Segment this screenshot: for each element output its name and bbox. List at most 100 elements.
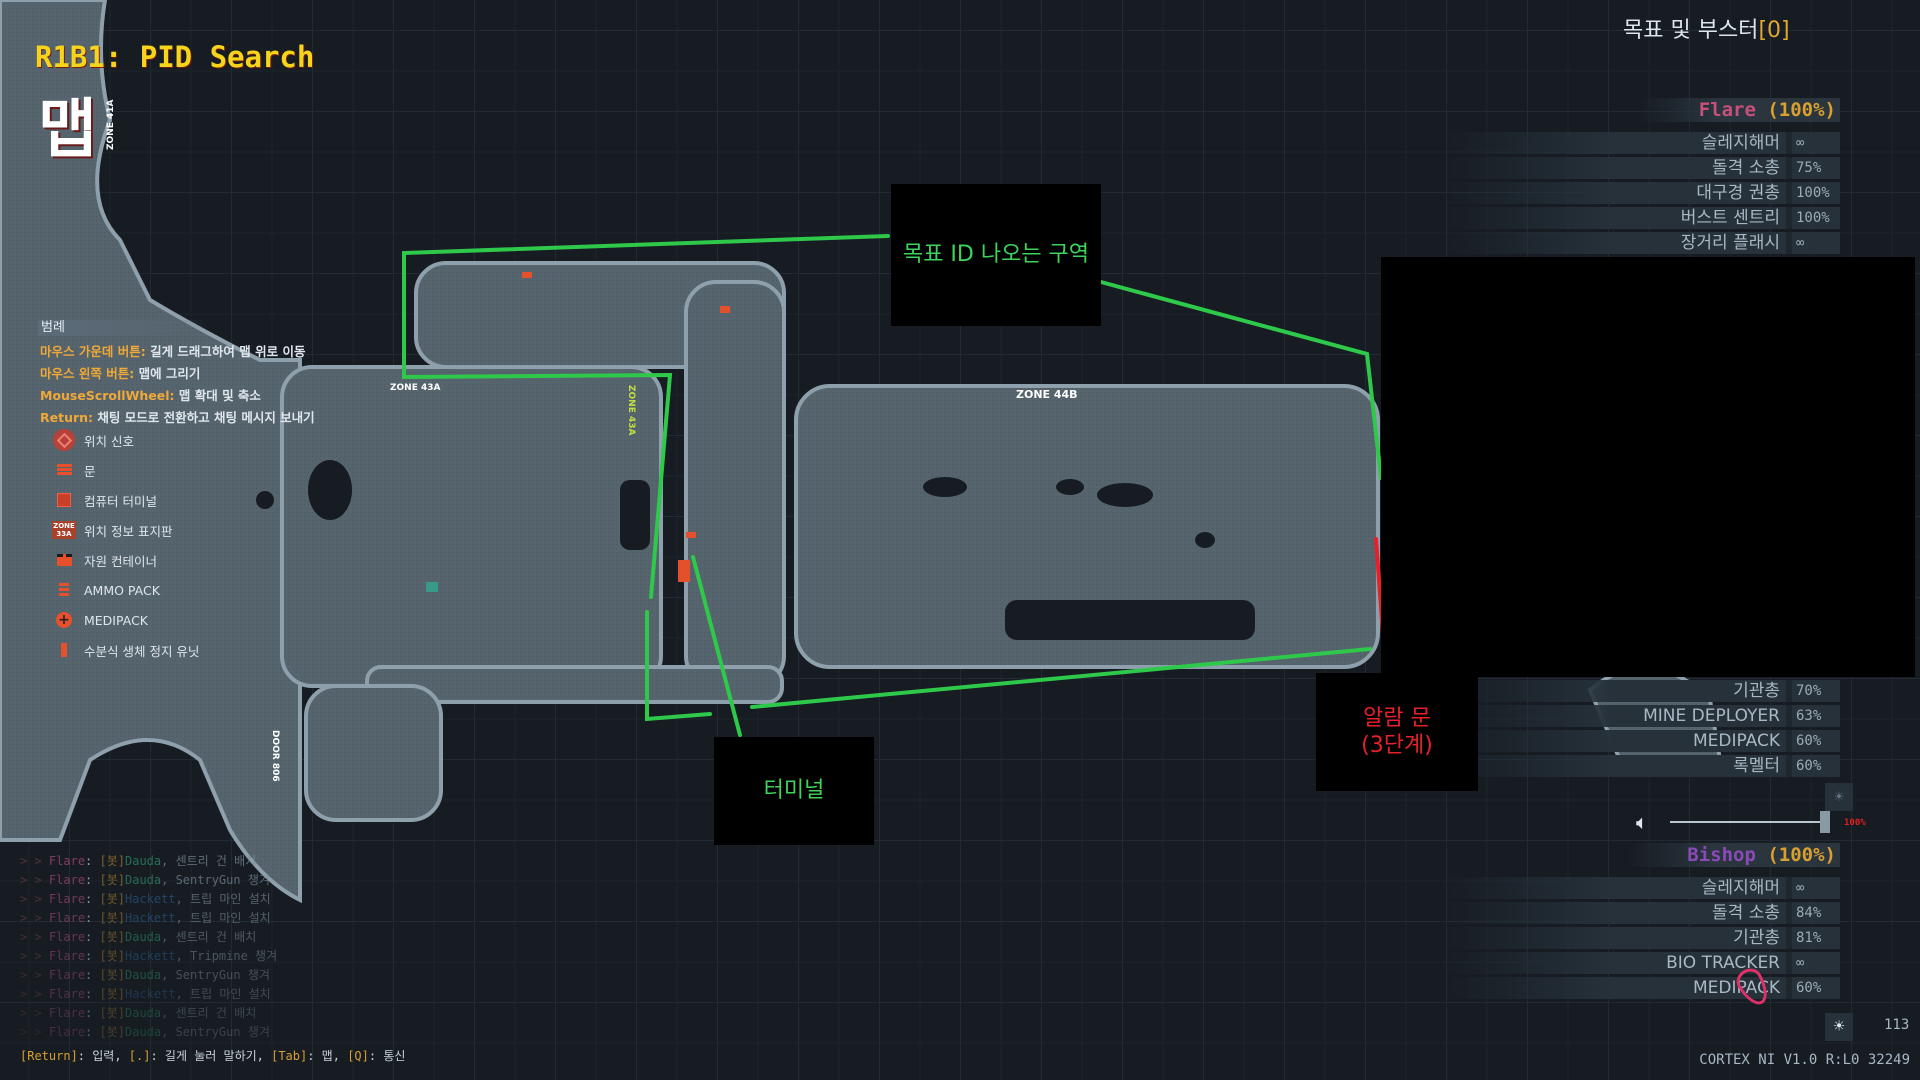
chat-bot-name: Dauda: [125, 873, 162, 887]
inventory-item-value: ∞: [1792, 232, 1840, 254]
room-bottom-left: [304, 684, 443, 822]
help-key: [.]: [128, 1049, 151, 1063]
chat-prompt: > >: [20, 873, 42, 887]
chevron-icon: [1786, 902, 1792, 924]
chat-sender: Flare: [48, 911, 86, 925]
annotation-alarm-door: 알람 문 (3단계): [1316, 673, 1478, 791]
chat-prompt: > >: [20, 987, 42, 1001]
chat-message: > > Flare: [봇]Hackett, 트립 마인 설치: [20, 987, 271, 1001]
inventory-item-value: 60%: [1792, 977, 1840, 999]
inventory-item-label: 기관총: [1440, 680, 1786, 702]
redaction-box: [1381, 257, 1915, 677]
volume-slider-handle[interactable]: [1820, 811, 1830, 833]
help-desc: : 입력,: [77, 1049, 129, 1063]
chat-text: , SentryGun 챙겨: [161, 968, 270, 982]
inventory-item-value: 60%: [1792, 730, 1840, 752]
chevron-icon: [1786, 157, 1792, 179]
objectives-title[interactable]: 목표 및 부스터[0]: [1623, 12, 1790, 44]
room-left-column: [0, 0, 302, 904]
legend-item-label: 수분식 생체 정지 유닛: [84, 643, 200, 659]
inventory-item-label: 대구경 권총: [1440, 182, 1786, 204]
chevron-icon: [1786, 705, 1792, 727]
brightness-icon-2[interactable]: ☀: [1825, 1013, 1853, 1041]
chevron-icon: [1786, 755, 1792, 777]
player-header[interactable]: Flare (100%): [1638, 98, 1840, 122]
zone-label-43a: ZONE 43A: [626, 385, 636, 436]
legend-control-line: Return: 채팅 모드로 전환하고 채팅 메시지 보내기: [40, 407, 315, 426]
chat-bot-name: Hackett: [125, 911, 176, 925]
ammo-pack-icon-shape: [59, 583, 69, 597]
computer-terminal-icon-shape: [57, 493, 71, 507]
chat-sender: Flare: [48, 1025, 86, 1039]
chat-sender: Flare: [48, 930, 86, 944]
legend-heading: 범례: [38, 320, 208, 336]
chat-text: , SentryGun 챙겨: [161, 873, 270, 887]
inventory-item-value: 81%: [1792, 927, 1840, 949]
inventory-item-label: 버스트 센트리: [1440, 207, 1786, 229]
help-desc: : 길게 눌러 말하기,: [150, 1049, 272, 1063]
volume-slider[interactable]: [1670, 821, 1830, 823]
inventory-item-label: MINE DEPLOYER: [1440, 705, 1786, 727]
chat-prompt: > >: [20, 930, 42, 944]
chat-bot-name: Hackett: [125, 949, 176, 963]
chat-text: , SentryGun 챙겨: [161, 1025, 270, 1039]
medipack-icon-shape: +: [56, 612, 72, 628]
chat-bot-name: Hackett: [125, 892, 176, 906]
map-title: 맵: [38, 93, 97, 167]
legend-item: +MEDIPACK: [52, 609, 148, 631]
brightness-icon[interactable]: ☀: [1825, 783, 1853, 811]
help-key: [Q]: [347, 1049, 369, 1063]
chat-bot-tag: [봇]: [99, 949, 126, 963]
objectives-count: [0]: [1758, 18, 1790, 43]
chat-bot-name: Dauda: [125, 968, 162, 982]
chat-sender: Flare: [48, 949, 86, 963]
inventory-row: 슬레지해머∞: [1440, 877, 1840, 899]
annotation-green-lines: [402, 234, 1383, 737]
chat-bot-tag: [봇]: [99, 1006, 126, 1020]
legend-item: AMMO PACK: [52, 579, 160, 601]
chat-message: > > Flare: [봇]Dauda, 센트리 건 배치: [20, 930, 257, 944]
inventory-item-value: ∞: [1792, 132, 1840, 154]
chat-prompt: > >: [20, 968, 42, 982]
resource-container-icon: [52, 549, 76, 571]
chat-bot-tag: [봇]: [99, 873, 126, 887]
help-key: [Return]: [20, 1049, 78, 1063]
inventory-item-value: ∞: [1792, 952, 1840, 974]
legend-control-key: Return:: [40, 410, 94, 425]
chat-sender: Flare: [48, 987, 86, 1001]
help-key: [Tab]: [271, 1049, 308, 1063]
legend-item-label: AMMO PACK: [84, 582, 160, 598]
legend-control-line: MouseScrollWheel: 맵 확대 및 축소: [40, 385, 261, 404]
zone-label-41a: ZONE 41A: [106, 99, 116, 150]
chat-prompt: > >: [20, 854, 42, 868]
chat-text: , 트립 마인 설치: [175, 911, 271, 925]
room-u-right: [684, 280, 786, 688]
player-header[interactable]: Bishop (100%): [1627, 843, 1840, 867]
chat-message: > > Flare: [봇]Dauda, SentryGun 챙겨: [20, 1025, 270, 1039]
chat-bot-name: Hackett: [125, 987, 176, 1001]
legend-control-line: 마우스 왼쪽 버튼: 맵에 그리기: [40, 363, 200, 382]
help-desc: : 통신: [368, 1049, 406, 1063]
chevron-icon: [1786, 182, 1792, 204]
legend-control-key: 마우스 왼쪽 버튼:: [40, 366, 135, 381]
legend-control-desc: 맵에 그리기: [138, 366, 201, 381]
zone-label-44b: ZONE 44B: [1016, 388, 1078, 401]
speaker-icon[interactable]: 🔈︎: [1636, 810, 1648, 834]
legend-control-line: 마우스 가운데 버튼: 길게 드래그하여 맵 위로 이동: [40, 341, 305, 360]
zone-label-43: ZONE 43A: [390, 383, 441, 393]
chat-sender: Flare: [48, 968, 86, 982]
chat-bot-name: Dauda: [125, 930, 162, 944]
chat-help-bar: [Return]: 입력, [.]: 길게 눌러 말하기, [Tab]: 맵, …: [20, 1047, 405, 1064]
inventory-item-label: 돌격 소총: [1440, 157, 1786, 179]
legend-item-label: 자원 컨테이너: [84, 553, 157, 569]
chevron-icon: [1786, 132, 1792, 154]
medipack-icon: +: [52, 609, 76, 631]
chevron-icon: [1786, 977, 1792, 999]
